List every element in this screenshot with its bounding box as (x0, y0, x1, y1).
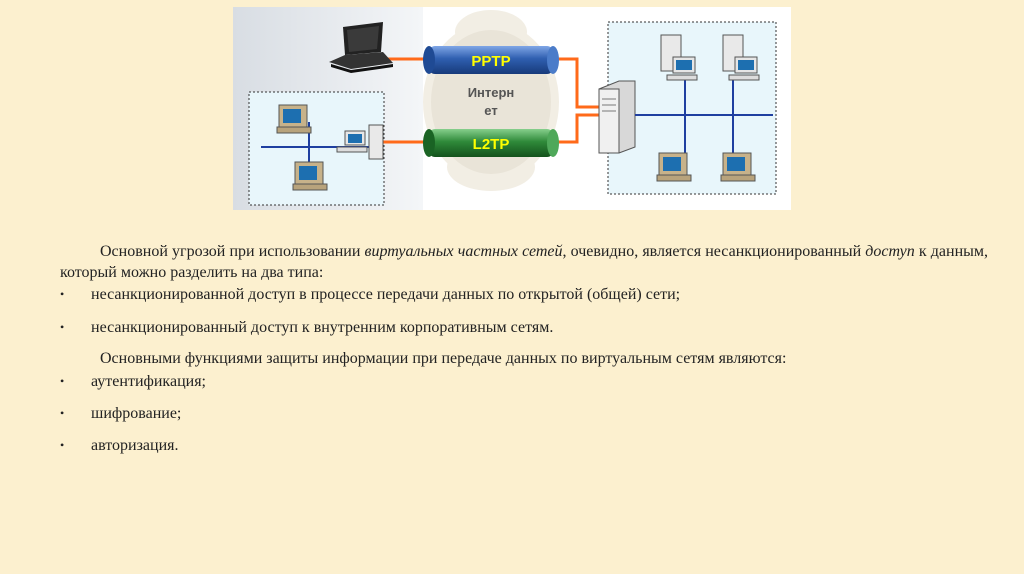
threat-list: • несанкционированной доступ в процессе п… (60, 284, 988, 338)
gateway-server-icon (598, 80, 636, 154)
pptp-tunnel: PPTP (423, 46, 559, 74)
list-item-text: авторизация. (91, 437, 179, 454)
internet-cloud (423, 10, 559, 191)
intro-text-1: Основной угрозой при использовании (100, 243, 365, 260)
intro-text-3: к данным, который можно разделить на два… (60, 243, 989, 281)
bullet-icon: • (60, 374, 65, 388)
right-computer-1-icon (660, 34, 698, 81)
list-item: • несанкционированной доступ в процессе п… (60, 284, 988, 305)
left-computer-1-icon (276, 104, 312, 134)
slide-text: Основной угрозой при использовании вирту… (60, 241, 988, 456)
cable-lines (375, 57, 599, 144)
left-computer-2-icon (292, 161, 328, 191)
intro-paragraph: Основной угрозой при использовании вирту… (60, 241, 988, 283)
right-computer-2-icon (722, 34, 760, 81)
right-lan-bus (635, 77, 773, 162)
list-item-text: аутентификация; (91, 373, 206, 390)
right-computer-3-icon (656, 152, 692, 182)
list-item: • аутентификация; (60, 371, 988, 392)
list-item-text: шифрование; (91, 405, 182, 422)
left-workstation-icon (336, 124, 384, 160)
laptop-icon (329, 22, 393, 73)
bullet-icon: • (60, 406, 65, 420)
functions-list: • аутентификация; • шифрование; • авторизац… (60, 371, 988, 456)
list-item-text: несанкционированной доступ в процессе пе… (91, 286, 681, 303)
vpn-network-diagram: Интерн ет PPTP L2TP (233, 7, 791, 210)
bullet-icon: • (60, 438, 65, 452)
cloud-label-line1: Интерн (468, 85, 515, 100)
right-computer-4-icon (720, 152, 756, 182)
l2tp-label: L2TP (473, 136, 510, 153)
diagram-svg: Интерн ет PPTP L2TP (233, 7, 777, 210)
bullet-icon: • (60, 320, 65, 334)
list-item-text: несанкционированный доступ к внутренним … (91, 319, 554, 336)
bullet-icon: • (60, 287, 65, 301)
list-item: • шифрование; (60, 403, 988, 424)
intro-text-2: , очевидно, является несанкционированный (562, 243, 866, 260)
cloud-label-line2: ет (484, 103, 497, 118)
l2tp-tunnel: L2TP (423, 129, 559, 157)
list-item: • несанкционированный доступ к внутренним… (60, 317, 988, 338)
list-item: • авторизация. (60, 435, 988, 456)
intro-italic-access: доступ (865, 243, 915, 260)
functions-paragraph: Основными функциями защиты информации пр… (100, 350, 787, 367)
intro-italic-vpn: виртуальных частных сетей (364, 243, 563, 260)
pptp-label: PPTP (471, 53, 510, 70)
